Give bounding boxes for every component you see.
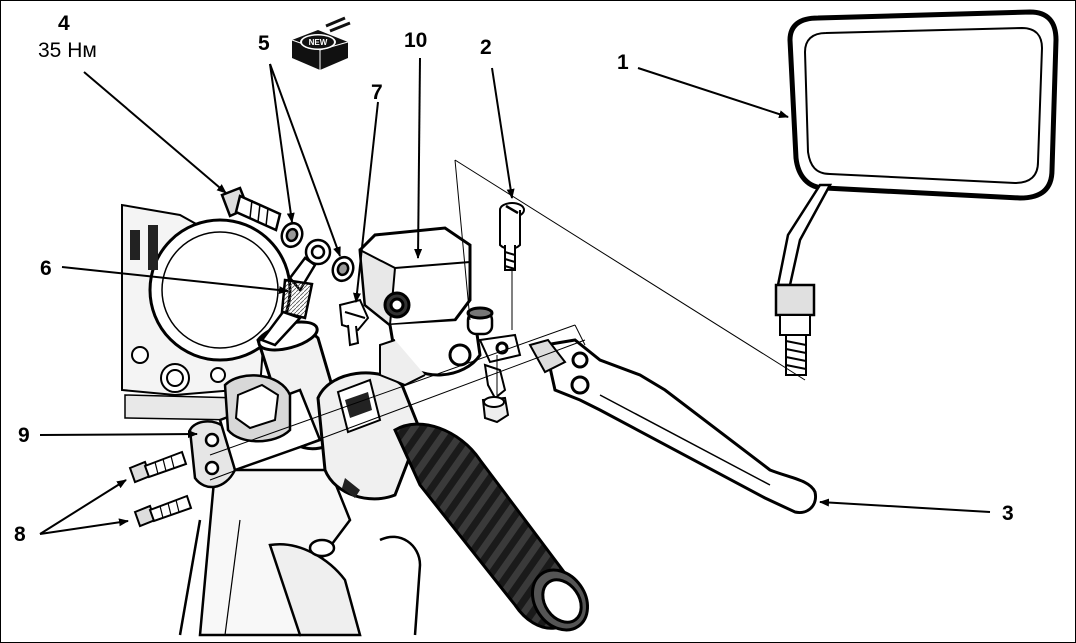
- torque-label: 35 Нм: [38, 39, 97, 62]
- brake-hose: [260, 238, 332, 347]
- banjo-bolt: [220, 186, 282, 232]
- callout-2: 2: [480, 36, 492, 59]
- pivot-bolt: [499, 202, 525, 271]
- arrow-1: [637, 67, 789, 119]
- callout-1: 1: [617, 51, 629, 74]
- arrow-8a: [39, 479, 127, 535]
- arrow-9: [39, 430, 198, 439]
- arrow-8b: [39, 518, 129, 535]
- sealing-washers: [280, 221, 355, 283]
- brake-light-switch: [338, 298, 370, 347]
- callout-9: 9: [18, 424, 30, 447]
- pivot-nut: [481, 396, 510, 424]
- clamp-bolts: [128, 450, 193, 528]
- brake-lever: [528, 338, 818, 515]
- callout-6: 6: [40, 257, 52, 280]
- arrow-2: [491, 67, 515, 199]
- master-cylinder-holder: [188, 374, 322, 489]
- callout-10: 10: [404, 29, 428, 52]
- arrow-4: [83, 71, 227, 194]
- fork-tube: [178, 468, 422, 637]
- callout-5: 5: [258, 32, 270, 55]
- instrument-panel: [121, 203, 292, 421]
- new-badge-label: NEW: [309, 38, 328, 47]
- mirror-thread: [785, 334, 807, 376]
- arrow-7: [353, 101, 379, 303]
- arrow-5a: [269, 63, 295, 223]
- leader-arrows: [39, 57, 991, 535]
- callout-4: 4: [58, 12, 70, 35]
- master-cylinder: [358, 226, 522, 400]
- mirror: [774, 9, 1059, 376]
- new-part-icon: NEW: [291, 16, 351, 70]
- callout-7: 7: [371, 81, 383, 104]
- throttle-grip: [393, 422, 590, 632]
- arrow-10: [414, 57, 423, 259]
- arrow-6: [61, 266, 289, 295]
- arrow-3: [819, 498, 991, 513]
- arrow-5b: [269, 63, 341, 257]
- callout-3: 3: [1002, 502, 1014, 525]
- callout-8: 8: [14, 523, 26, 546]
